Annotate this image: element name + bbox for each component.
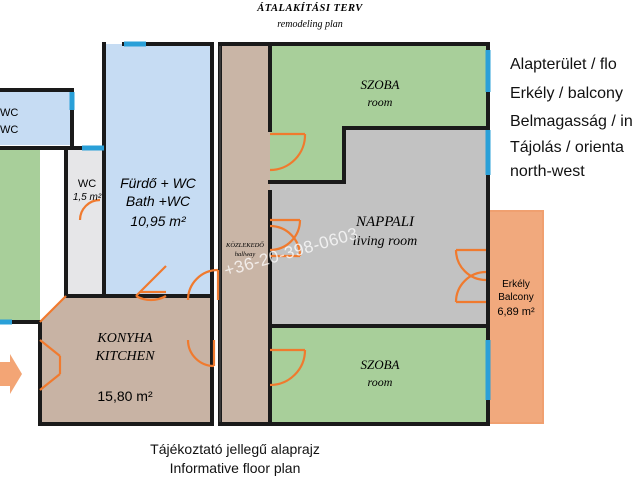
- hallway-label-en: hallway: [234, 251, 256, 258]
- kitchen-fill: [40, 295, 212, 425]
- living-label-hu: NAPPALI: [355, 214, 415, 230]
- balcony-area: 6,89 m²: [497, 306, 535, 318]
- wc-small-area: 1,5 m²: [72, 192, 102, 203]
- hallway-fill: [220, 46, 270, 424]
- bath-area: 10,95 m²: [130, 213, 186, 229]
- wc-left-label-1: WC: [0, 107, 19, 119]
- bath-fill: [104, 44, 212, 296]
- wc-small-label: WC: [77, 178, 97, 190]
- entry-arrow-icon: [0, 354, 22, 394]
- bedroom-bottom-label-en: room: [367, 375, 393, 389]
- wc-left-label-2: WC: [0, 124, 19, 136]
- living-fill: [270, 128, 488, 326]
- info-line-direction: north-west: [510, 163, 585, 180]
- wc-left-fill: [0, 90, 72, 145]
- bedroom-top-label-hu: SZOBA: [360, 77, 400, 92]
- balcony-label-hu: Erkély: [502, 279, 530, 290]
- info-line-height: Belmagasság / in: [510, 113, 633, 130]
- living-label-en: living room: [352, 234, 418, 249]
- left-room-fill: [0, 150, 40, 322]
- bedroom-bottom-label-hu: SZOBA: [360, 357, 400, 372]
- bath-label-hu: Fürdő + WC: [120, 175, 196, 191]
- kitchen-label-en: KITCHEN: [95, 349, 155, 364]
- info-line-balcony: Erkély / balcony: [510, 85, 623, 102]
- bedroom-bottom-fill: [270, 326, 488, 424]
- wc-small-fill: [66, 150, 104, 295]
- plan-title-en: remodeling plan: [277, 19, 343, 30]
- bath-label-en: Bath +WC: [125, 193, 191, 209]
- footer-line-en: Informative floor plan: [169, 460, 301, 476]
- plan-title-hu: ÁTALAKÍTÁSI TERV: [257, 3, 363, 14]
- balcony-inner: [490, 212, 542, 422]
- footer-line-hu: Tájékoztató jellegű alaprajz: [150, 441, 320, 457]
- info-line-area: Alapterület / flo: [510, 56, 617, 73]
- kitchen-label-hu: KONYHA: [97, 331, 153, 346]
- balcony-label-en: Balcony: [498, 292, 534, 303]
- bedroom-top-label-en: room: [367, 95, 393, 109]
- kitchen-area: 15,80 m²: [97, 388, 153, 404]
- info-line-orientation: Tájolás / orienta: [510, 139, 624, 156]
- hallway-label-hu: KÖZLEKEDŐ: [226, 242, 264, 249]
